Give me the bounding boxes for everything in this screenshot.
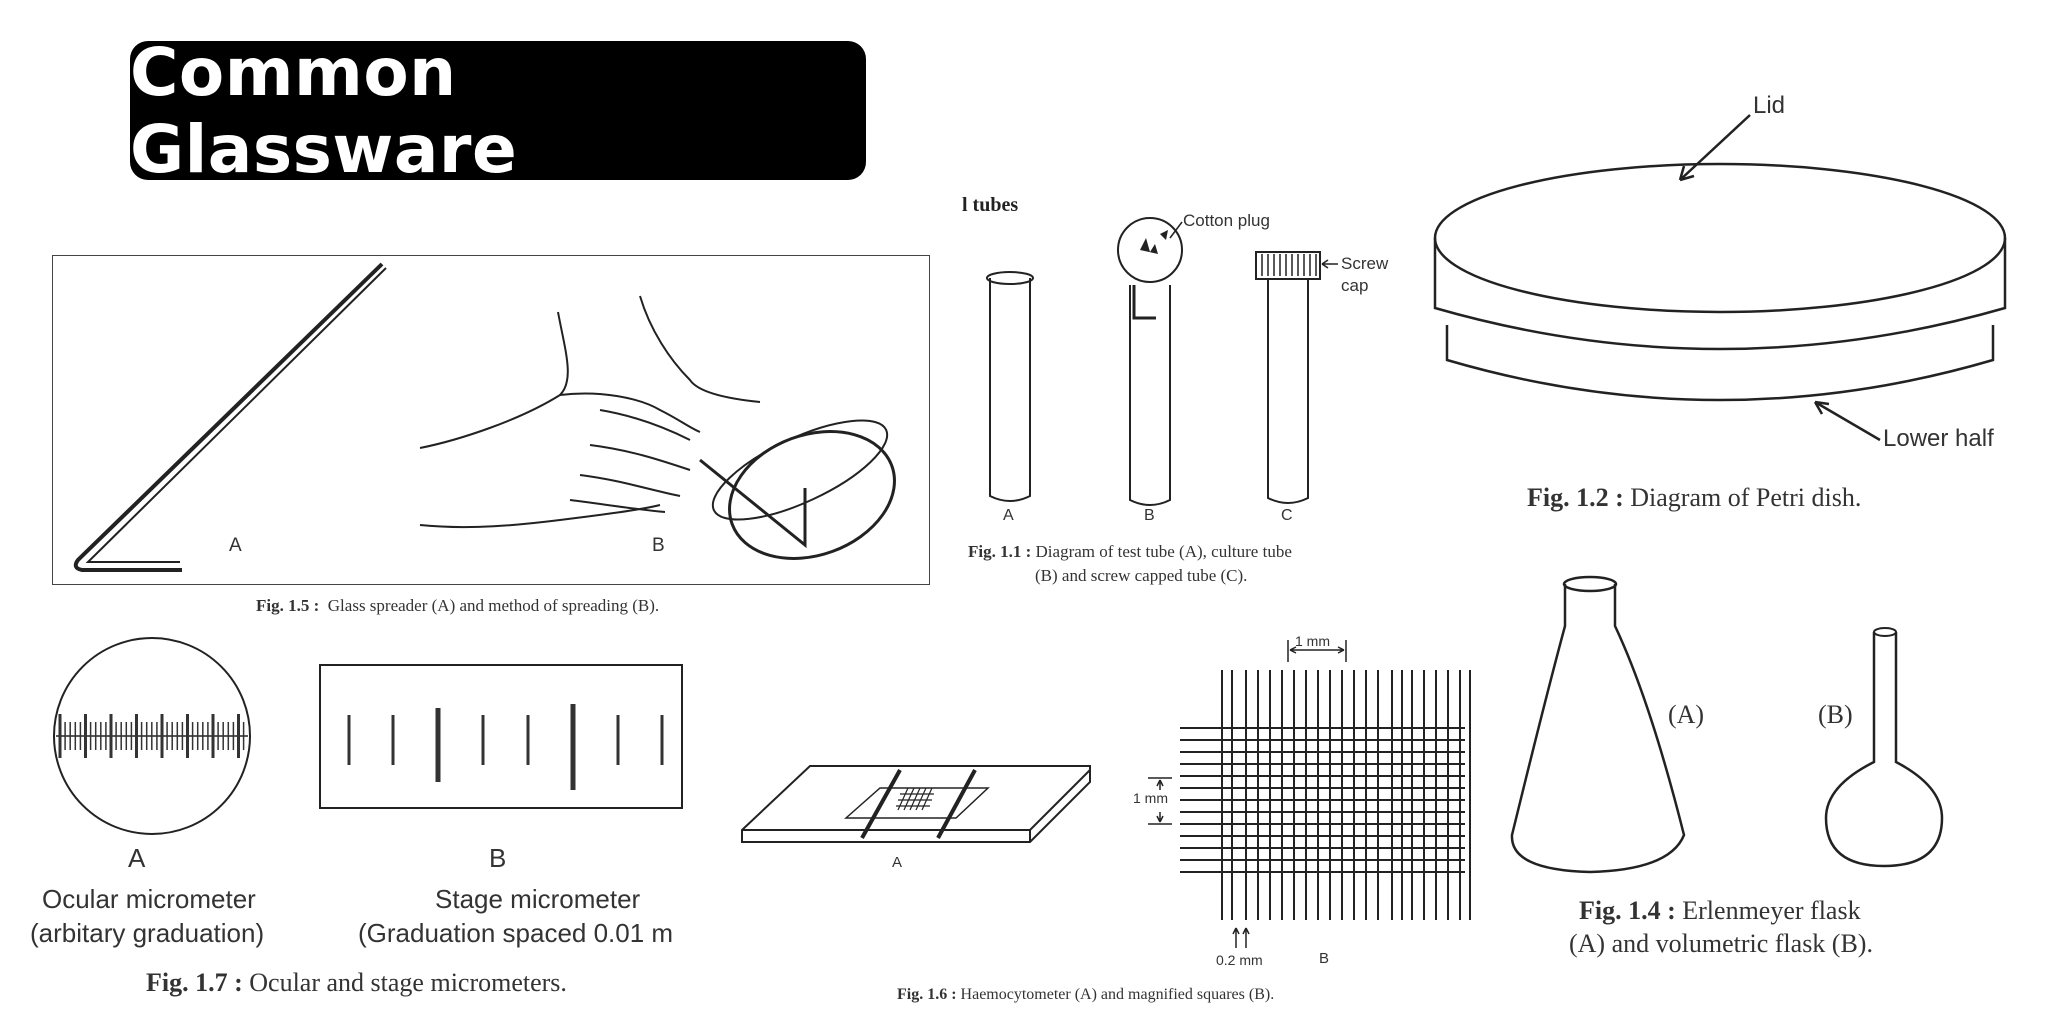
fig-1-5-caption-text: Glass spreader (A) and method of spreadi… <box>327 596 660 615</box>
fig-1-1-caption-line2: (B) and screw capped tube (C). <box>1035 566 1248 585</box>
fig-1-7-caption-num: Fig. 1.7 : <box>146 968 243 997</box>
fig-1-4-label-a: (A) <box>1668 700 1705 729</box>
fig-1-5-frame <box>52 255 930 585</box>
fig-1-1-caption-line1: Fig. 1.1 : Diagram of test tube (A), cul… <box>968 542 1292 562</box>
fig-1-6-caption: Fig. 1.6 : Haemocytometer (A) and magnif… <box>897 986 1274 1004</box>
fig-1-4-caption-text1: Erlenmeyer flask <box>1682 896 1861 925</box>
stage-label-line1: Stage micrometer <box>435 884 641 914</box>
lower-half-label: Lower half <box>1883 425 1994 452</box>
fig-1-6-label-a: A <box>892 854 903 871</box>
cotton-plug-icon <box>1117 217 1183 283</box>
fig-1-7-label-b: B <box>489 843 507 873</box>
volumetric-flask <box>1824 632 1944 868</box>
fig-1-7-caption-text: Ocular and stage micrometers. <box>249 968 567 997</box>
fig-1-6-caption-text: Haemocytometer (A) and magnified squares… <box>960 986 1275 1003</box>
fig-1-1-caption-text1: Diagram of test tube (A), culture tube <box>1035 542 1292 561</box>
scale-top-label: 1 mm <box>1295 633 1330 649</box>
test-tube-a <box>989 278 1031 502</box>
fig-1-7-caption: Fig. 1.7 : Ocular and stage micrometers. <box>146 968 567 998</box>
title-banner: Common Glassware <box>130 34 866 188</box>
fig-1-2-caption-text: Diagram of Petri dish. <box>1630 483 1862 512</box>
fig-1-7-label-a: A <box>128 843 146 873</box>
lid-label: Lid <box>1753 92 1786 119</box>
stage-micrometer-slide <box>319 664 683 809</box>
haemocytometer-grid-mini <box>896 787 934 811</box>
fig-1-4-caption-num: Fig. 1.4 : <box>1579 896 1676 925</box>
fig-1-5-label-a: A <box>229 535 242 556</box>
fig-1-4-label-b: (B) <box>1818 700 1853 729</box>
fig-1-4-caption-line2: (A) and volumetric flask (B). <box>1569 929 1873 958</box>
petri-dish-lower-half <box>1445 325 1995 402</box>
ocular-label-line2: (arbitary graduation) <box>30 918 265 948</box>
scale-left-label: 1 mm <box>1133 790 1168 806</box>
ocular-micrometer-disc <box>53 637 251 835</box>
fig-1-1-caption-num: Fig. 1.1 : <box>968 542 1032 561</box>
page-title: Common Glassware <box>130 33 518 188</box>
hand-illustration <box>419 295 761 529</box>
cotton-plug-label: Cotton plug <box>1183 211 1270 230</box>
fig-1-6-label-b: B <box>1319 950 1330 967</box>
fig-1-1-label-a: A <box>1003 507 1014 524</box>
erlenmeyer-flask <box>1510 584 1686 874</box>
haemocytometer-slide <box>741 765 1091 843</box>
fig-1-6-caption-num: Fig. 1.6 : <box>897 986 957 1003</box>
fig-1-4-caption-line1: Fig. 1.4 : Erlenmeyer flask <box>1579 896 1861 926</box>
fig-1-5-caption: Fig. 1.5 : Glass spreader (A) and method… <box>256 596 659 616</box>
fig-1-1-label-b: B <box>1144 507 1155 524</box>
ocular-graduation-ticks <box>58 714 245 758</box>
cap-label: cap <box>1341 276 1369 295</box>
screw-capped-tube-c <box>1267 278 1309 504</box>
magnified-squares-grid <box>1180 670 1471 920</box>
screw-label: Screw <box>1341 254 1389 273</box>
fig-1-2-caption: Fig. 1.2 : Diagram of Petri dish. <box>1527 483 1861 513</box>
stage-label-line2: (Graduation spaced 0.01 m <box>358 918 674 948</box>
culture-tube-b <box>1129 285 1171 506</box>
glass-spreader <box>73 262 384 572</box>
fig-1-5-label-b: B <box>652 535 665 556</box>
fig-1-1-heading: l tubes <box>962 194 1019 216</box>
fig-1-2-caption-num: Fig. 1.2 : <box>1527 483 1624 512</box>
fig-1-5-caption-num: Fig. 1.5 : <box>256 596 320 615</box>
scale-bottom-label: 0.2 mm <box>1216 952 1263 968</box>
stage-graduation-ticks <box>347 704 664 790</box>
ocular-label-line1: Ocular micrometer <box>42 884 256 914</box>
fig-1-1-label-c: C <box>1281 507 1293 524</box>
